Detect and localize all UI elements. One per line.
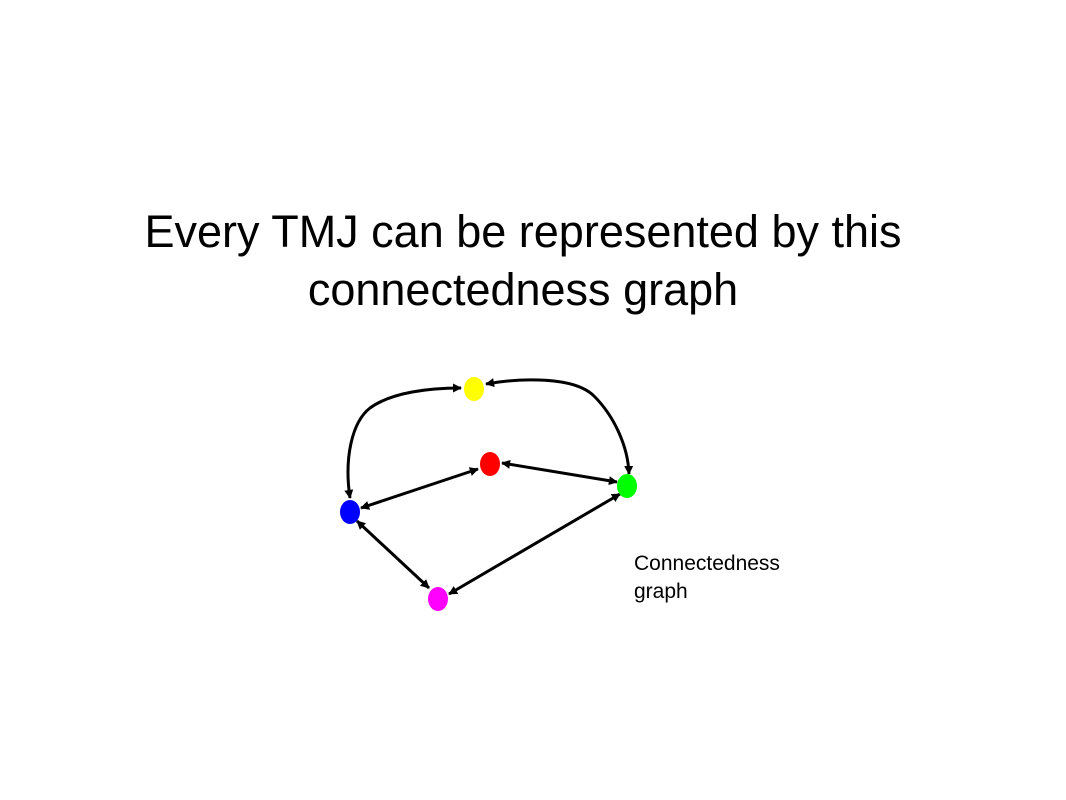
edge-red-green	[501, 459, 618, 486]
node-blue	[340, 500, 360, 524]
node-green	[617, 474, 637, 498]
node-magenta	[428, 587, 448, 611]
edge-blue-magenta	[355, 519, 431, 590]
graph-caption: Connectedness graph	[634, 550, 780, 606]
slide-title-line-1: Every TMJ can be represented by this	[144, 206, 902, 257]
edge-blue-yellow	[344, 383, 462, 499]
graph-caption-line-2: graph	[634, 580, 688, 603]
node-red	[480, 452, 500, 476]
edge-yellow-green	[485, 378, 634, 475]
edge-magenta-green	[448, 492, 621, 596]
graph-caption-line-1: Connectedness	[634, 552, 780, 575]
slide-title-line-2: connectedness graph	[307, 264, 739, 315]
slide-title: Every TMJ can be represented by this con…	[0, 203, 1046, 319]
edge-blue-red	[360, 467, 479, 510]
node-yellow	[464, 377, 484, 401]
